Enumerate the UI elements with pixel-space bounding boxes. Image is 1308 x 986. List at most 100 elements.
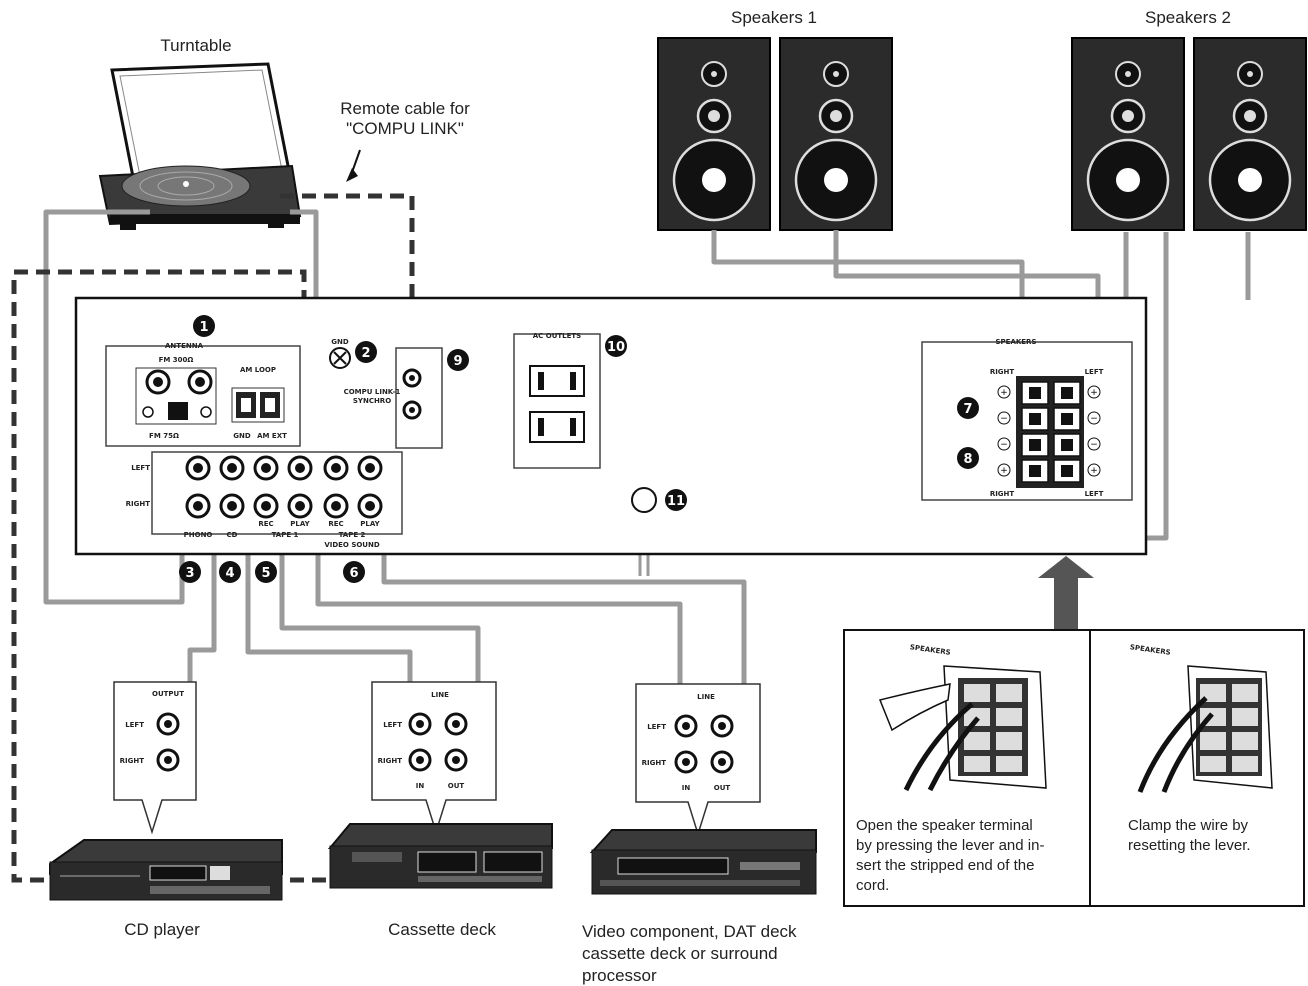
polarity-mark: − (1087, 437, 1101, 451)
svg-text:LEFT: LEFT (383, 721, 402, 729)
polarity-mark: + (1087, 385, 1101, 399)
rca-jack-panel: LEFT RIGHT PHONO CD TAPE 1 TAPE 2 VIDEO … (126, 451, 403, 549)
svg-text:OUT: OUT (448, 782, 465, 790)
svg-text:RIGHT: RIGHT (990, 490, 1015, 498)
cassette-deck (327, 823, 553, 889)
rca-jack (287, 493, 313, 519)
callout-4: 4 (219, 561, 241, 583)
svg-text:RIGHT: RIGHT (642, 759, 667, 767)
video-component-label-2: cassette deck or surround (582, 944, 778, 963)
instruction-clamp-line: Clamp the wire by (1128, 817, 1249, 834)
rca-jack (357, 455, 383, 481)
cassette-deck-connector: LINE LEFT RIGHT IN OUT (371, 681, 497, 835)
callout-8: 8 (957, 447, 979, 469)
svg-text:LEFT: LEFT (647, 723, 666, 731)
svg-text:−: − (1090, 414, 1098, 424)
svg-text:ANTENNA: ANTENNA (165, 342, 204, 350)
video-component-label-1: Video component, DAT deck (582, 922, 797, 941)
callout-1: 1 (193, 315, 215, 337)
antenna-section: ANTENNA FM 300Ω FM 75Ω AM LOOP GND AM EX… (105, 342, 301, 447)
callout-2: 2 (355, 341, 377, 363)
polarity-mark: − (997, 411, 1011, 425)
svg-text:IN: IN (416, 782, 425, 790)
instruction-open-line: Open the speaker terminal (856, 817, 1033, 834)
svg-text:GND: GND (233, 432, 251, 440)
speaker-terminal (1021, 407, 1049, 431)
svg-text:LEFT: LEFT (131, 464, 150, 472)
svg-text:+: + (1000, 466, 1008, 476)
svg-text:11: 11 (667, 494, 685, 509)
svg-text:RIGHT: RIGHT (990, 368, 1015, 376)
callout-9: 9 (447, 349, 469, 371)
svg-text:LEFT: LEFT (1085, 490, 1104, 498)
rca-jack (219, 493, 245, 519)
svg-text:5: 5 (261, 566, 270, 581)
speaker-terminal (1021, 433, 1049, 457)
speaker-terminals: SPEAKERS RIGHT LEFT RIGHT LEFT +−−++−−+ (921, 338, 1133, 501)
instruction-clamp-line: resetting the lever. (1128, 837, 1251, 854)
svg-text:7: 7 (963, 402, 972, 417)
rca-jack (185, 493, 211, 519)
callout-10: 10 (605, 335, 627, 357)
svg-text:VIDEO SOUND: VIDEO SOUND (324, 541, 380, 549)
speaker-terminal (1053, 407, 1081, 431)
speaker-terminal (1053, 433, 1081, 457)
rca-jack (253, 455, 279, 481)
instruction-clamp: Clamp the wire by resetting the lever. (1128, 816, 1251, 856)
svg-text:1: 1 (199, 320, 208, 335)
svg-text:10: 10 (607, 340, 625, 355)
callout-11: 11 (665, 489, 687, 511)
svg-text:OUT: OUT (714, 784, 731, 792)
svg-text:RIGHT: RIGHT (126, 500, 151, 508)
svg-text:AM LOOP: AM LOOP (240, 366, 276, 374)
remote-cable-label-2: "COMPU LINK" (346, 119, 464, 138)
svg-text:PLAY: PLAY (360, 520, 380, 528)
svg-text:9: 9 (453, 354, 462, 369)
svg-text:GND: GND (331, 338, 349, 346)
speaker-terminal (1021, 459, 1049, 483)
svg-text:2: 2 (361, 346, 370, 361)
svg-text:TAPE 2: TAPE 2 (339, 531, 366, 539)
svg-text:PLAY: PLAY (290, 520, 310, 528)
svg-text:REC: REC (328, 520, 343, 528)
speakers-2-label: Speakers 2 (1145, 8, 1231, 27)
instruction-open: Open the speaker terminal by pressing th… (856, 816, 1044, 896)
turntable-label: Turntable (160, 36, 232, 55)
terminal-open-illustration: SPEAKERS (878, 643, 1047, 792)
turntable (98, 62, 302, 230)
rca-jack (357, 493, 383, 519)
svg-text:RIGHT: RIGHT (120, 757, 145, 765)
polarity-mark: + (1087, 463, 1101, 477)
svg-text:6: 6 (349, 566, 358, 581)
cd-player-connector: OUTPUT LEFT RIGHT (113, 681, 197, 835)
cd-player-label: CD player (124, 920, 200, 939)
detail-panels: SPEAKERS SPEAKERS (843, 629, 1305, 907)
svg-text:−: − (1000, 440, 1008, 450)
detail-arrow (1038, 556, 1094, 632)
svg-text:AM EXT: AM EXT (257, 432, 287, 440)
video-component (589, 829, 817, 895)
remote-cable-label-1: Remote cable for (340, 99, 470, 118)
svg-text:LEFT: LEFT (1085, 368, 1104, 376)
polarity-mark: − (997, 437, 1011, 451)
svg-text:OUTPUT: OUTPUT (152, 690, 184, 698)
svg-text:LEFT: LEFT (125, 721, 144, 729)
svg-text:4: 4 (225, 566, 234, 581)
speaker-terminal (1053, 459, 1081, 483)
speakers-2 (1070, 36, 1308, 232)
svg-text:−: − (1000, 414, 1008, 424)
svg-text:FM 300Ω: FM 300Ω (159, 356, 194, 364)
svg-text:AC OUTLETS: AC OUTLETS (533, 332, 581, 340)
svg-text:REC: REC (258, 520, 273, 528)
ac-outlets: AC OUTLETS (513, 332, 601, 469)
callout-5: 5 (255, 561, 277, 583)
instruction-open-line: sert the stripped end of the (856, 857, 1035, 874)
svg-text:FM 75Ω: FM 75Ω (149, 432, 179, 440)
compu-link-jacks: COMPU LINK-1 SYNCHRO (344, 347, 443, 449)
svg-text:8: 8 (963, 452, 972, 467)
callout-7: 7 (957, 397, 979, 419)
svg-text:CD: CD (227, 531, 238, 539)
svg-text:+: + (1090, 466, 1098, 476)
rca-jack (219, 455, 245, 481)
